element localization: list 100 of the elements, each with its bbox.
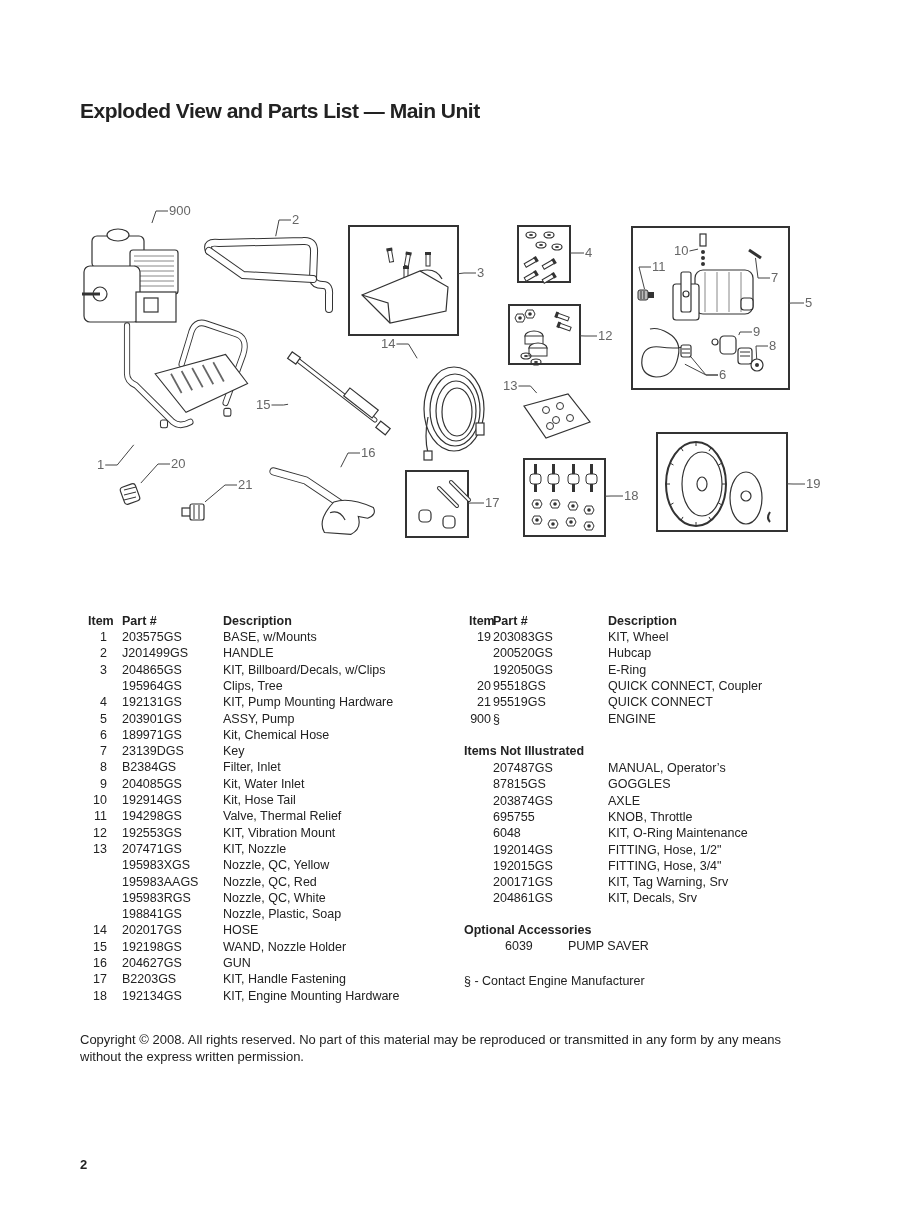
part-number: 95518GS [493, 678, 546, 694]
page-number: 2 [80, 1157, 88, 1172]
part-description: Filter, Inlet [223, 760, 281, 776]
leader-line [467, 502, 485, 504]
part-description: Kit, Hose Tail [223, 793, 296, 808]
leader-line [755, 345, 769, 360]
part-number: 6039 [505, 939, 533, 954]
item-number: 20 [477, 678, 491, 694]
item-number: 15 [93, 939, 107, 955]
part-description: E-Ring [608, 662, 647, 678]
part-description: Clips, Tree [223, 678, 283, 694]
leader-line [395, 343, 418, 359]
page-title: Exploded View and Parts List — Main Unit [80, 99, 480, 123]
copyright-notice: Copyright © 2008. All rights reserved. No part of this material may be reproduced or transmitted in any form by any means without the express written permission. [80, 1031, 783, 1065]
part-description: KIT, Engine Mounting Hardware [223, 988, 400, 1004]
item-number: 10 [93, 793, 107, 808]
fitting-drawing [637, 288, 655, 302]
parts-panel [631, 226, 790, 390]
callout-number: 16 [360, 446, 377, 460]
item-number: 4 [100, 695, 107, 711]
leader-line [517, 385, 538, 394]
part-description: ASSY, Pump [223, 711, 295, 727]
part-description: Key [223, 744, 245, 760]
leader-line [690, 356, 719, 376]
callout-number: 3 [476, 266, 486, 280]
part-number: 203901GS [122, 711, 182, 727]
callout-number: 18 [623, 489, 640, 503]
part-number: 195964GS [122, 678, 182, 694]
part-number: 192553GS [122, 825, 182, 841]
leader-line [275, 219, 292, 237]
item-number: 1 [100, 630, 107, 645]
inlet-drawing [712, 334, 754, 366]
part-number: 192014GS [493, 842, 553, 858]
callout-number: 900 [168, 204, 192, 218]
part-description: GOGGLES [608, 777, 671, 793]
handle-drawing [203, 235, 333, 313]
part-number: 204627GS [122, 956, 182, 971]
part-description: KIT, Tag Warning, Srv [608, 875, 729, 891]
column-header: Part # [122, 614, 157, 629]
leader-line [104, 444, 135, 466]
leader-line [151, 210, 169, 224]
part-number: 95519GS [493, 695, 546, 711]
connector-drawing [180, 500, 206, 524]
part-description: KNOB, Throttle [608, 809, 693, 825]
callout-number: 17 [484, 496, 501, 510]
part-number: 207487GS [493, 761, 553, 776]
part-description: KIT, Billboard/Decals, w/Clips [223, 662, 386, 678]
part-description: Hubcap [608, 646, 652, 662]
callout-number: 7 [770, 271, 780, 285]
part-description: Nozzle, QC, Yellow [223, 858, 330, 874]
filter-drawing [750, 358, 764, 372]
callout-number: 20 [170, 457, 187, 471]
part-number: 194298GS [122, 809, 182, 825]
part-description: FITTING, Hose, 1/2" [608, 842, 722, 858]
leader-line [604, 495, 624, 497]
callout-number: 11 [651, 260, 667, 274]
part-description: GUN [223, 956, 251, 971]
item-number: 7 [100, 744, 107, 760]
leader-line [270, 403, 289, 406]
leader-line [638, 266, 652, 290]
section-heading: Items Not Illustrated [464, 744, 585, 759]
part-number: 87815GS [493, 777, 546, 793]
callout-number: 1 [96, 458, 106, 472]
leader-line [738, 331, 753, 336]
footnote: § - Contact Engine Manufacturer [464, 974, 645, 989]
key-drawing [748, 249, 762, 259]
part-description: KIT, Handle Fastening [223, 972, 346, 988]
callout-number: 14 [380, 337, 397, 351]
part-description: BASE, w/Mounts [223, 630, 317, 645]
item-number: 6 [100, 727, 107, 743]
section-heading: Optional Accessories [464, 923, 592, 938]
leader-line [569, 252, 585, 254]
part-description: WAND, Nozzle Holder [223, 939, 347, 955]
leader-line [457, 272, 477, 275]
part-description: MANUAL, Operator’s [608, 761, 726, 776]
callout-number: 5 [804, 296, 814, 310]
part-number: § [493, 711, 500, 727]
parts-panel [348, 225, 459, 336]
item-number: 13 [93, 841, 107, 857]
callout-number: 10 [673, 244, 690, 258]
callout-number: 12 [597, 329, 614, 343]
part-description: Kit, Water Inlet [223, 776, 305, 792]
part-description: KIT, Vibration Mount [223, 825, 336, 841]
part-description: KIT, Decals, Srv [608, 891, 697, 907]
part-description: AXLE [608, 793, 640, 809]
part-number: 195983AAGS [122, 874, 199, 890]
part-number: 204865GS [122, 662, 182, 678]
callout-number: 13 [502, 379, 519, 393]
leader-line [340, 452, 361, 468]
callout-number: 2 [291, 213, 301, 227]
parts-panel [508, 304, 581, 365]
item-number: 9 [100, 776, 107, 792]
callout-number: 4 [584, 246, 594, 260]
part-number: 192131GS [122, 695, 182, 711]
part-description: Valve, Thermal Relief [223, 809, 342, 825]
nozzle-bag-drawing [522, 392, 592, 440]
part-description: FITTING, Hose, 3/4" [608, 858, 722, 874]
item-number: 900 [470, 711, 491, 727]
part-number: B2203GS [122, 972, 177, 988]
part-number: 204861GS [493, 891, 553, 907]
